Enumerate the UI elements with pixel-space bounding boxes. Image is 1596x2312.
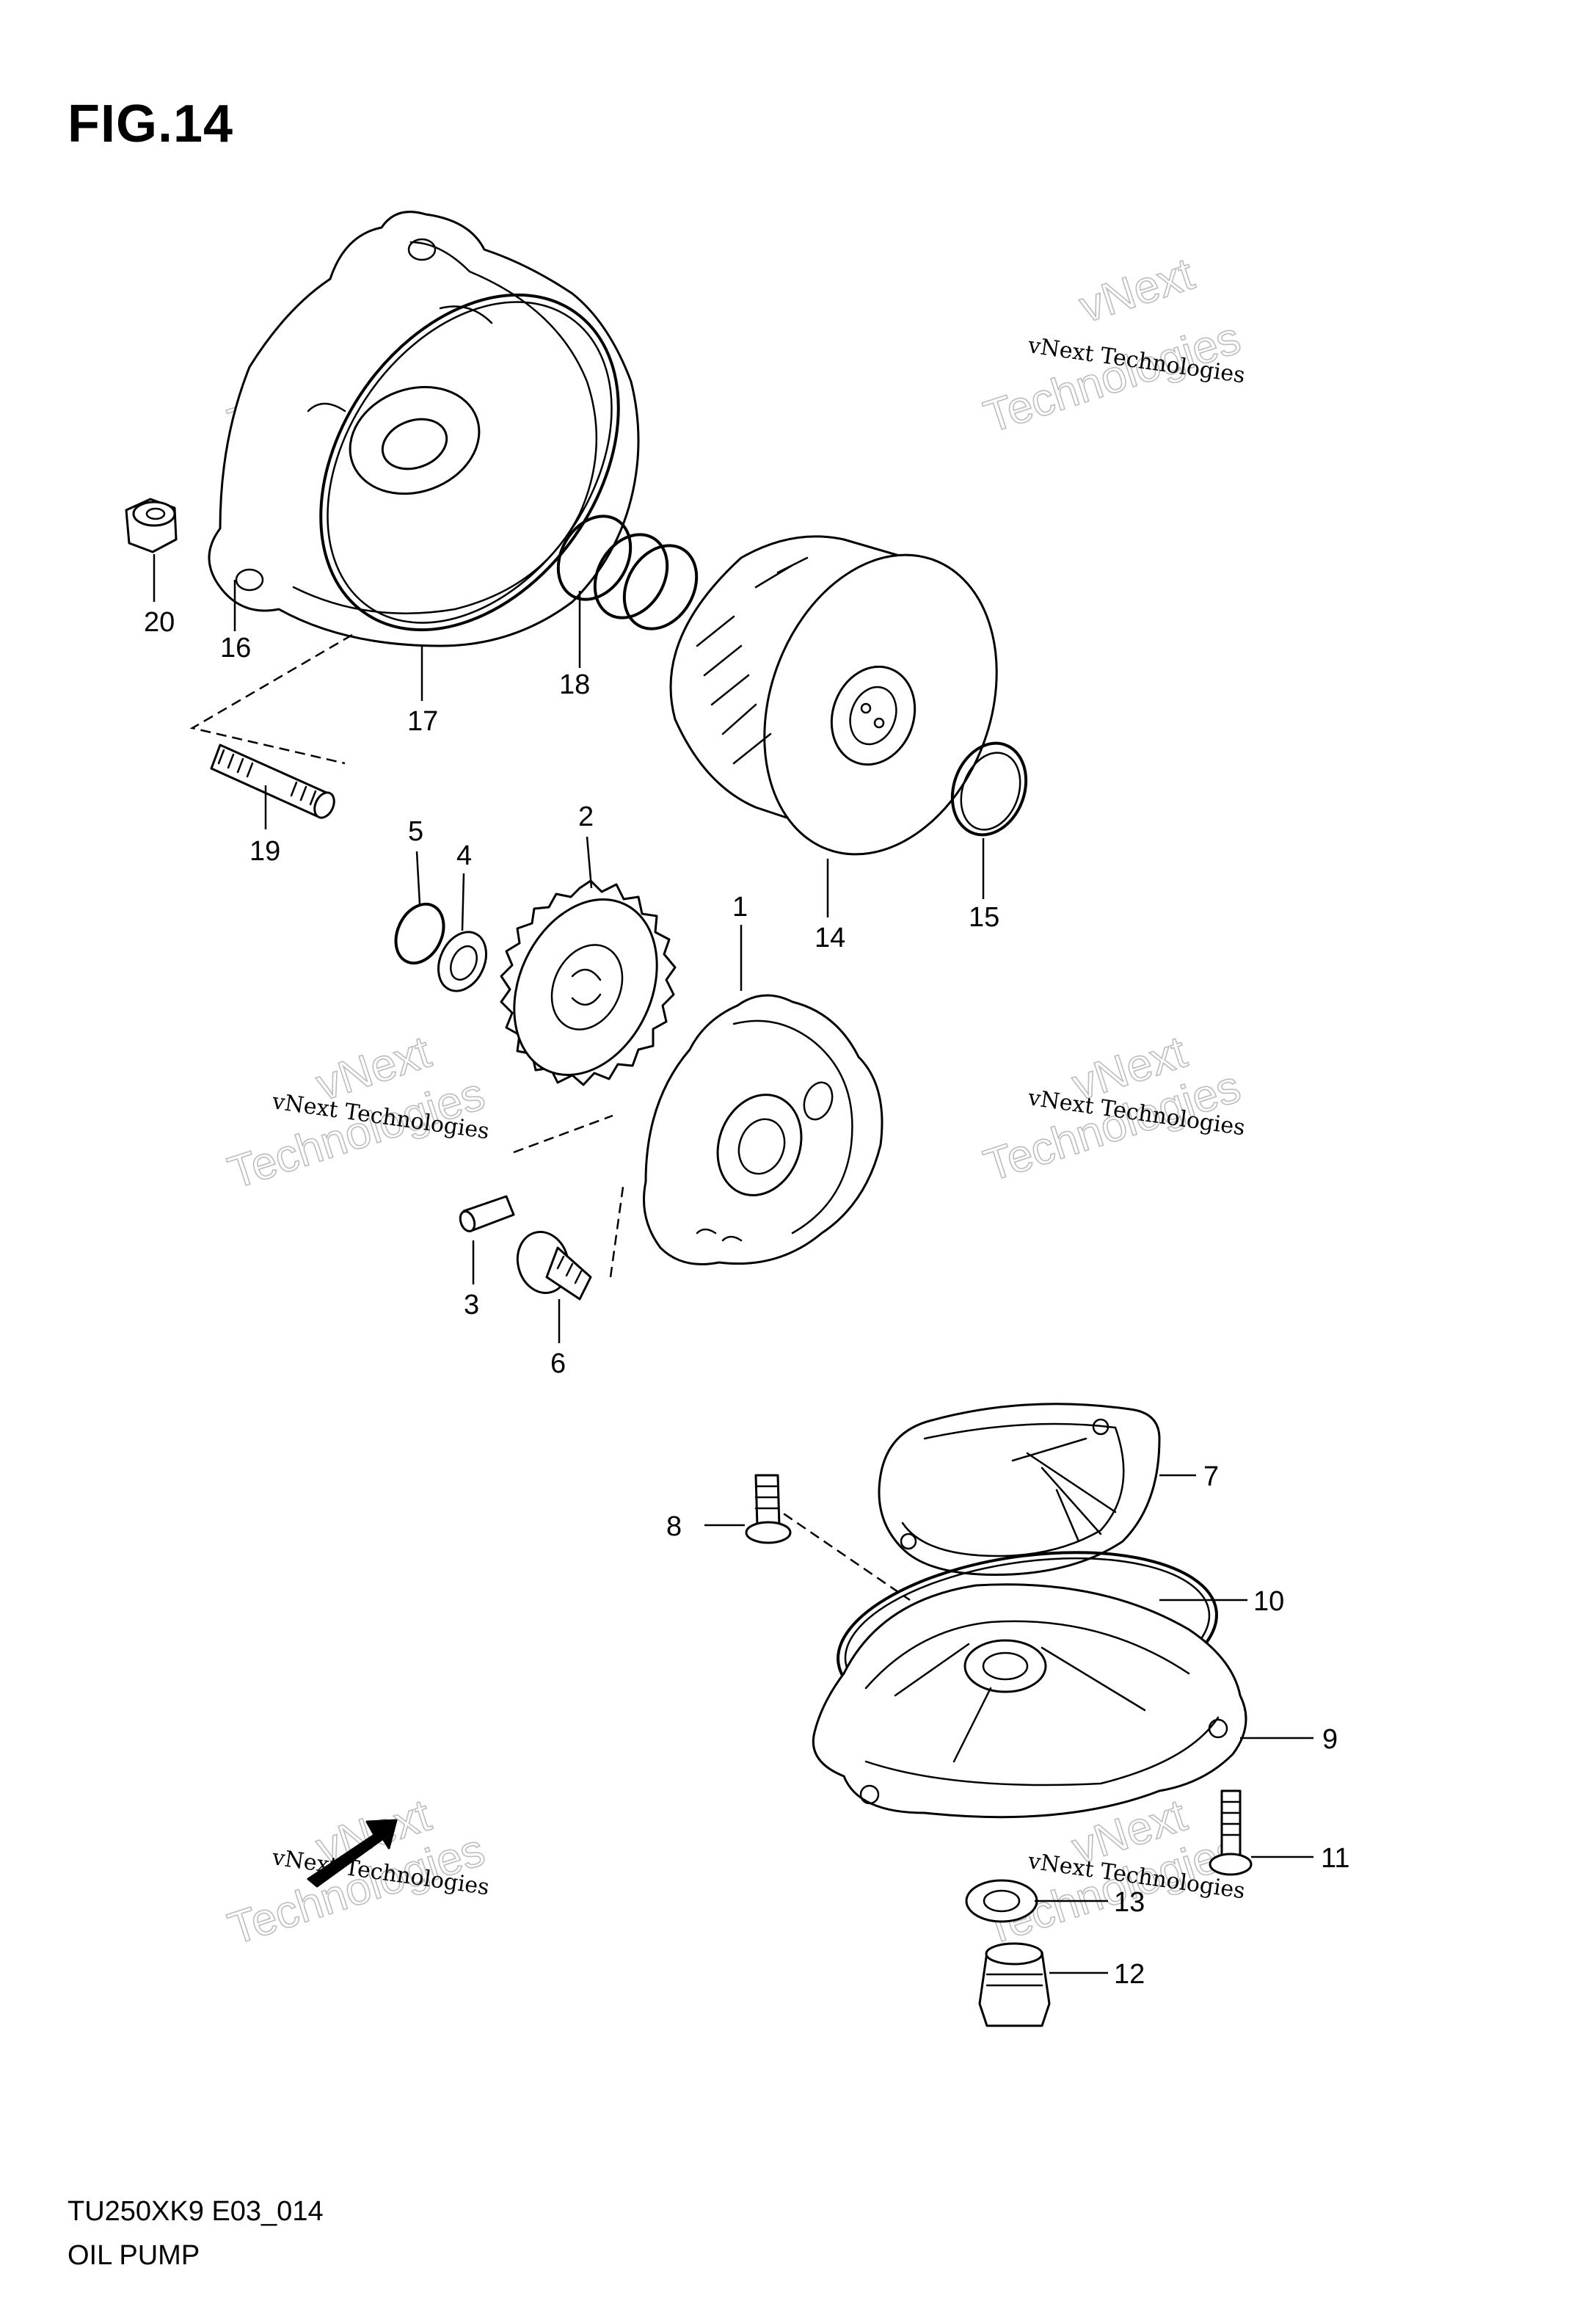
callout-2: 2 (578, 801, 594, 832)
callout-9: 9 (1322, 1724, 1338, 1755)
figure-title: FIG.14 (68, 95, 234, 153)
part-11-bolt (1209, 1789, 1253, 1876)
leader-bracket-6 (609, 1181, 625, 1278)
part-5-circlip (394, 902, 445, 965)
part-3-pin (459, 1195, 515, 1233)
part-1-oil-pump (643, 994, 883, 1265)
part-12-drain-plug (978, 1942, 1051, 2027)
callout-10: 10 (1253, 1586, 1284, 1617)
part-17-o-ring (319, 293, 620, 632)
leader-dash-8 (770, 1503, 911, 1602)
callout-12: 12 (1114, 1959, 1145, 1990)
part-7-oil-strainer (878, 1403, 1161, 1577)
part-15-o-ring (950, 741, 1028, 837)
callout-7: 7 (1203, 1461, 1219, 1492)
callout-15: 15 (969, 902, 999, 933)
callout-3: 3 (464, 1290, 479, 1320)
part-4-washer (437, 931, 487, 992)
front-arrow-icon (307, 1819, 398, 1888)
part-19-stud-bolt (210, 744, 335, 819)
callout-8: 8 (666, 1511, 682, 1542)
part-16-filter-cap (208, 211, 640, 647)
callout-20: 20 (144, 607, 175, 638)
part-14-oil-filter (669, 535, 998, 856)
watermark-bottom-left: vNext Technologies vNext Technologies (222, 1789, 491, 1955)
callout-1: 1 (732, 892, 748, 923)
watermark-mid-right: vNext Technologies vNext Technologies (977, 1026, 1247, 1192)
callout-13: 13 (1114, 1887, 1145, 1918)
section-name: OIL PUMP (68, 2240, 200, 2271)
part-18-spring (556, 515, 699, 630)
model-code: TU250XK9 E03_014 (68, 2196, 324, 2227)
part-20-cap-nut (125, 498, 178, 553)
part-6-bolt (516, 1230, 592, 1301)
callout-18: 18 (559, 669, 590, 700)
leader-dash-19 (189, 633, 353, 765)
callout-17: 17 (407, 706, 438, 737)
leader-lines (153, 554, 1313, 1974)
watermark-mid-left: vNext Technologies vNext Technologies (222, 1026, 491, 1199)
callout-16: 16 (220, 633, 251, 664)
watermark-top-right: vNext Technologies vNext Technologies (977, 248, 1247, 443)
part-13-gasket (965, 1879, 1038, 1923)
watermark-vnext-outline: vNext (1074, 249, 1200, 333)
callout-5: 5 (408, 816, 423, 847)
part-9-oil-pan-cap (812, 1583, 1247, 1819)
callout-19: 19 (249, 836, 280, 867)
callout-6: 6 (550, 1348, 566, 1379)
callout-14: 14 (815, 923, 845, 953)
part-8-bolt (745, 1474, 792, 1544)
callout-11: 11 (1321, 1843, 1349, 1874)
leader-dash-1 (513, 1114, 613, 1154)
part-2-driven-gear (500, 879, 677, 1086)
callout-4: 4 (456, 840, 472, 871)
